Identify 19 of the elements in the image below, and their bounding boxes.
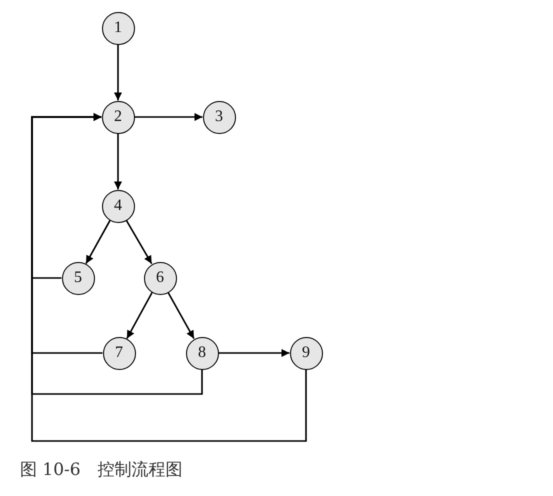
- arrow: [114, 134, 122, 190]
- arrow: [218, 349, 290, 357]
- flow-node: 9: [290, 336, 322, 370]
- arrow: [126, 220, 152, 264]
- flow-node: 1: [102, 12, 134, 44]
- flow-node: 5: [62, 262, 94, 294]
- arrow: [134, 113, 202, 121]
- arrow: [31, 113, 307, 442]
- flow-node: 6: [144, 262, 176, 294]
- arrow: [126, 292, 153, 339]
- arrow: [114, 44, 122, 100]
- flow-node: 8: [186, 336, 218, 370]
- flow-node: 7: [102, 336, 136, 370]
- flow-node: 2: [102, 100, 134, 134]
- flow-node: 4: [102, 190, 134, 222]
- arrow: [85, 220, 111, 264]
- figure-caption: 图 10-6 控制流程图: [20, 459, 183, 481]
- flow-node: 3: [202, 100, 236, 134]
- arrow: [167, 292, 195, 339]
